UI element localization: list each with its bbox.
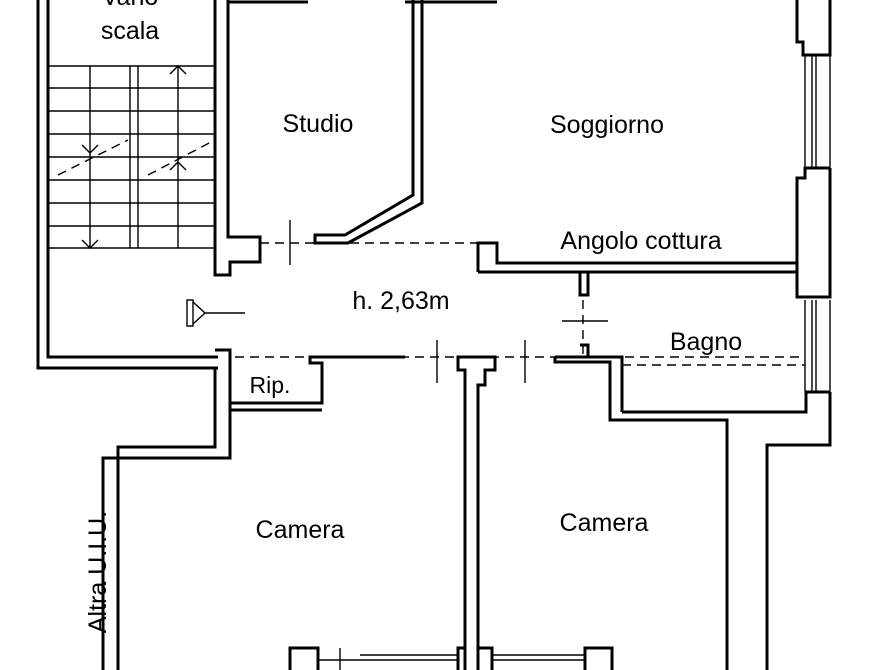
label-ceiling-height: h. 2,63m xyxy=(352,287,449,315)
label-studio: Studio xyxy=(283,110,354,138)
label-bathroom: Bagno xyxy=(670,328,742,356)
label-bedroom-left: Camera xyxy=(256,516,345,544)
label-bedroom-right: Camera xyxy=(560,509,649,537)
label-neighbour: Altra U.I.U. xyxy=(84,511,112,633)
light-fixture-icon xyxy=(186,299,245,327)
stair-walls xyxy=(36,0,262,370)
outer-wall-right xyxy=(622,0,832,670)
label-stair-1: Vano xyxy=(102,0,159,11)
studio-walls xyxy=(228,0,497,265)
label-kitchenette: Angolo cottura xyxy=(560,227,721,255)
label-living: Soggiorno xyxy=(550,111,664,139)
label-stair-2: scala xyxy=(101,17,159,45)
staircase xyxy=(48,65,216,249)
internal-walls xyxy=(101,340,729,670)
label-storage: Rip. xyxy=(250,372,291,398)
kitchen-walls xyxy=(476,241,797,355)
bottom-windows xyxy=(288,646,614,670)
